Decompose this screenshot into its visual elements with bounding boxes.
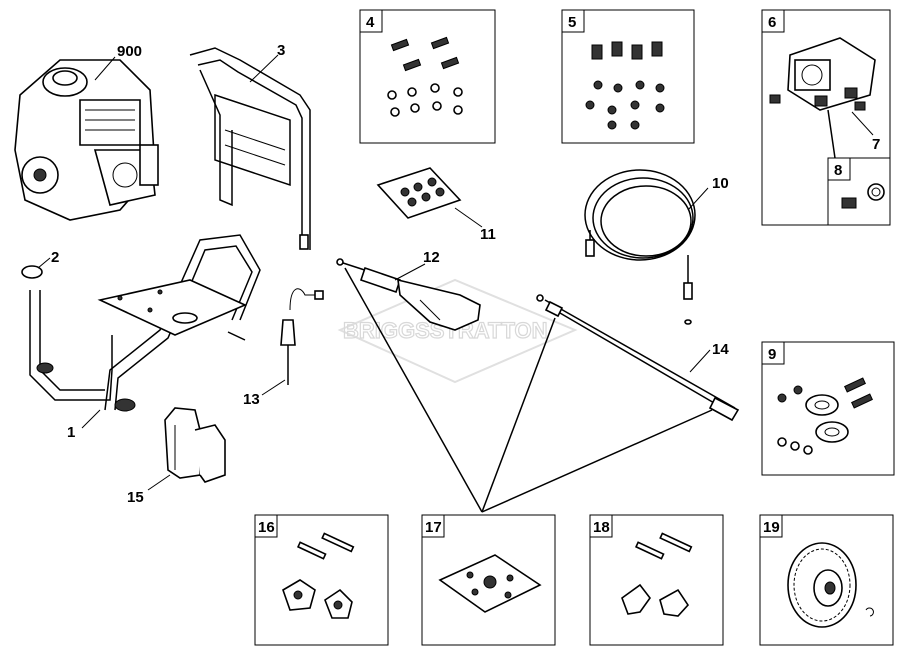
box-8-label: 8: [834, 162, 842, 179]
box-18: 18: [589, 514, 724, 646]
box-4: 4: [359, 9, 496, 144]
callout-13: 13: [243, 391, 260, 408]
box-19-label: 19: [763, 519, 780, 536]
callout-12: 12: [423, 249, 440, 266]
callout-7: 7: [872, 136, 880, 153]
box-18-label: 18: [593, 519, 610, 536]
engine-part-900: [14, 59, 159, 221]
bolt-icon: [390, 36, 460, 72]
sensor-part-13: [280, 288, 324, 385]
box-6-label: 6: [768, 14, 776, 31]
box-16: 16: [254, 514, 389, 646]
callout-1: 1: [67, 424, 75, 441]
isolator-mount-icons: [591, 41, 663, 60]
nut-washer-icons: [777, 385, 813, 455]
spray-gun-part-12: [336, 258, 481, 331]
carriage-bolt-icons: [296, 532, 355, 560]
pump-icon: [769, 37, 876, 111]
callout-leaders: [37, 54, 874, 491]
callout-11: 11: [480, 226, 496, 243]
wand-part-14: [536, 294, 740, 422]
nozzle-holder-icon: [438, 554, 542, 613]
callout-15: 15: [127, 489, 144, 506]
box-6: 6 8: [761, 9, 891, 226]
box-9-label: 9: [768, 346, 776, 363]
cart-frame-part-1: [29, 234, 261, 412]
box-5: 5: [561, 9, 695, 144]
box-9: 9: [761, 341, 895, 476]
callout-numbers: 900 3 2 1 13 15 11 12 10 14 7: [51, 42, 880, 506]
fitting-icon: [841, 183, 885, 209]
bearing-icons: [805, 394, 849, 443]
kit-leader-lines: [344, 267, 713, 513]
washer-icons: [387, 83, 463, 117]
bracket-part-15: [164, 407, 226, 483]
nozzle-kit-part-11: [376, 167, 462, 219]
wheel-icon: [787, 542, 874, 628]
box-16-label: 16: [258, 519, 275, 536]
hose-part-10: [584, 169, 696, 325]
box-4-label: 4: [366, 14, 375, 31]
star-knob-icons: [621, 583, 690, 617]
carriage-bolt-icons: [634, 532, 693, 560]
nut-icons: [585, 80, 665, 130]
callout-3: 3: [277, 42, 285, 59]
handle-frame-part-3: [189, 47, 311, 250]
cap-part-2: [21, 265, 43, 279]
callout-2: 2: [51, 249, 59, 266]
axle-bolt-icons: [844, 377, 873, 409]
callout-900: 900: [117, 43, 142, 60]
box-5-label: 5: [568, 14, 576, 31]
box-19: 19: [759, 514, 894, 646]
callout-14: 14: [712, 341, 729, 358]
box-17-label: 17: [425, 519, 442, 536]
box-17: 17: [421, 514, 556, 646]
knob-icons: [282, 579, 353, 619]
callout-10: 10: [712, 175, 729, 192]
